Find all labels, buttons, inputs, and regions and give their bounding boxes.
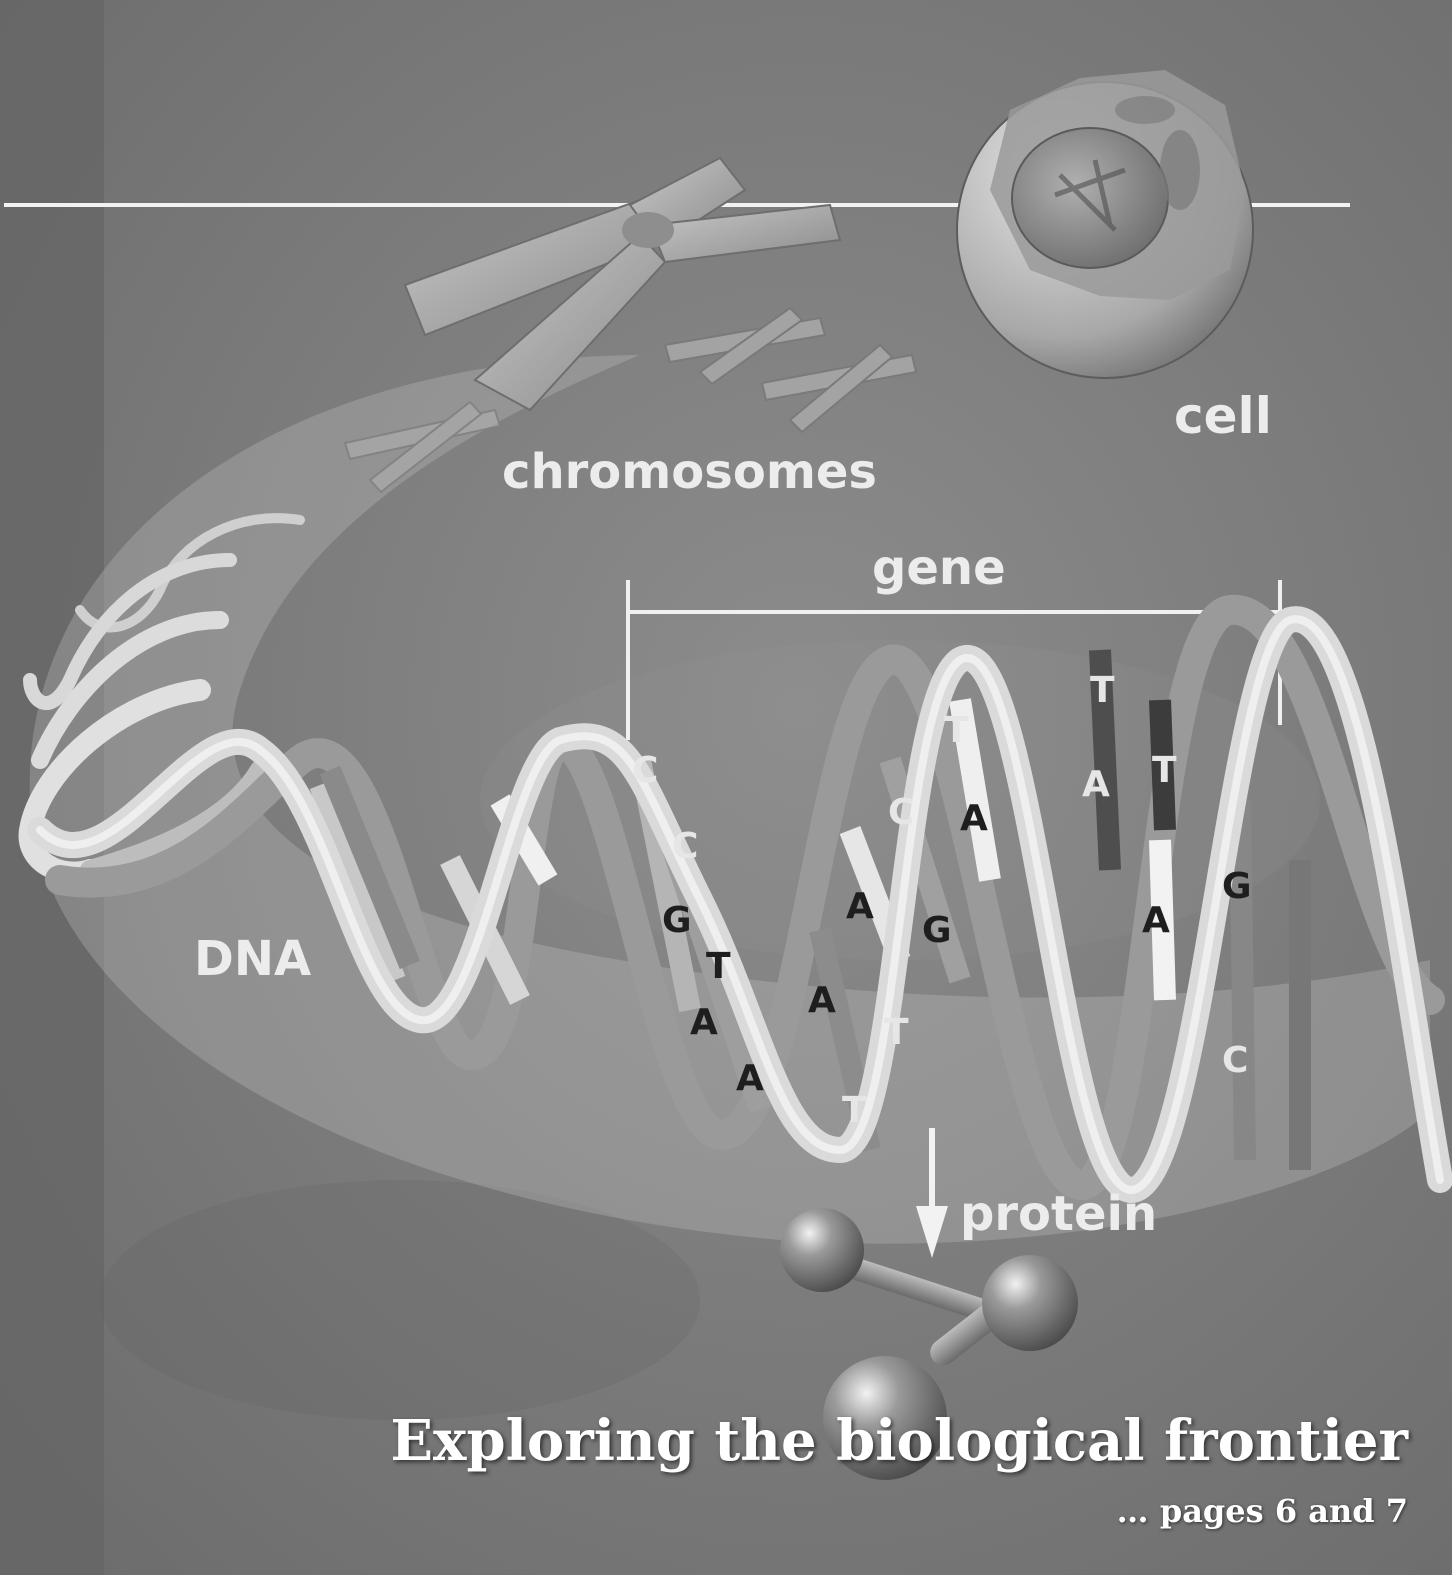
gene-label: gene: [872, 540, 1006, 596]
base-letter: G: [1222, 866, 1252, 907]
base-letter: T: [884, 1012, 909, 1053]
base-letter: A: [960, 798, 988, 839]
base-letter: T: [706, 946, 731, 987]
headline: Exploring the biological frontier: [390, 1408, 1408, 1474]
base-letter: T: [1090, 670, 1115, 711]
dna-label: DNA: [194, 931, 311, 987]
base-letter: C: [1222, 1040, 1248, 1081]
base-letter: A: [1142, 900, 1170, 941]
cell-label: cell: [1174, 387, 1272, 445]
base-letter: A: [808, 980, 836, 1021]
base-letter: G: [662, 900, 692, 941]
base-letter: A: [736, 1058, 764, 1099]
chromosomes-label: chromosomes: [502, 444, 877, 500]
protein-label: protein: [960, 1186, 1157, 1242]
base-letter: T: [1152, 750, 1177, 791]
base-letter: A: [1082, 764, 1110, 805]
base-letter: A: [690, 1002, 718, 1043]
base-letter: T: [842, 1090, 867, 1131]
base-letter: C: [632, 750, 658, 791]
page-reference: … pages 6 and 7: [1117, 1492, 1408, 1530]
base-letter: C: [888, 792, 914, 833]
base-letter: A: [846, 886, 874, 927]
base-letter: C: [672, 826, 698, 867]
base-letter: T: [944, 710, 969, 751]
base-letter: G: [922, 910, 952, 951]
